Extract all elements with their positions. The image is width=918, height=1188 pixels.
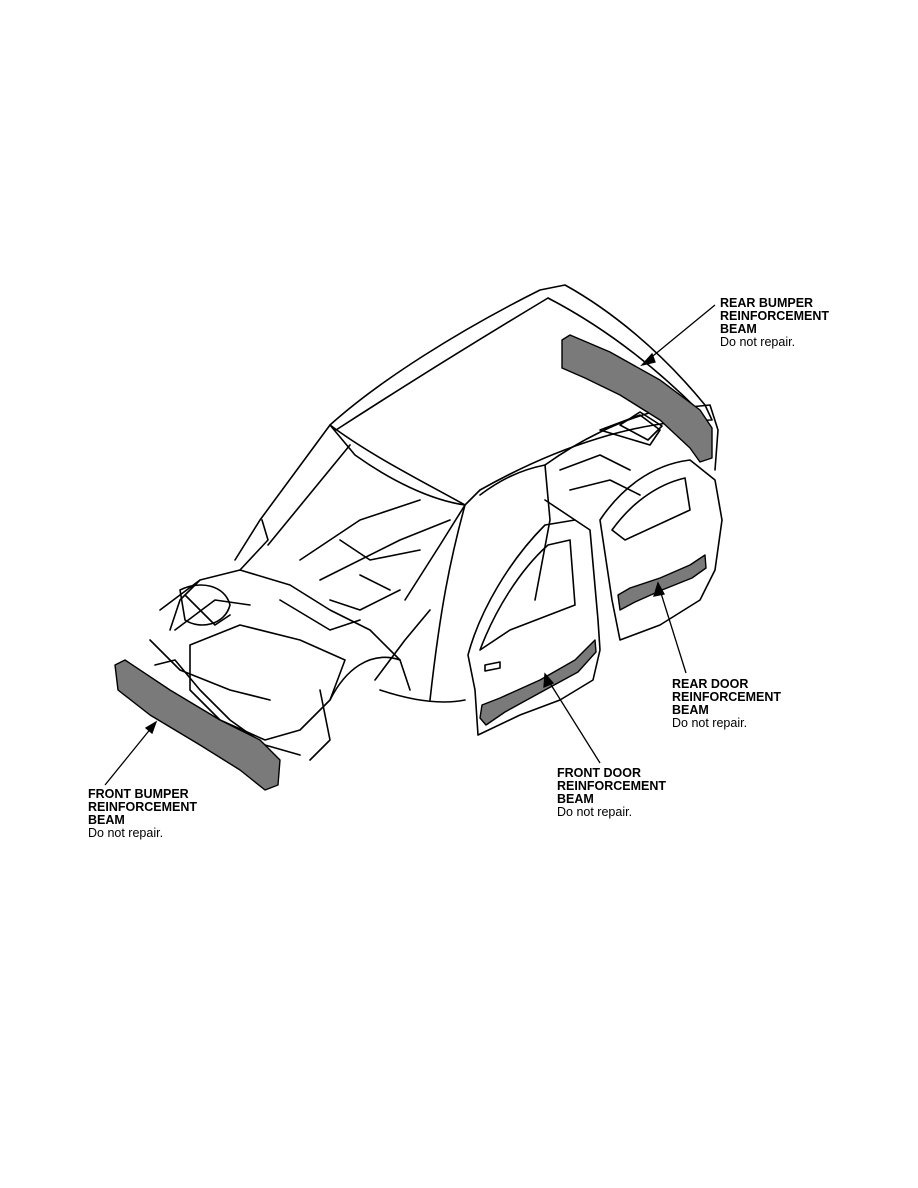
engine-bay xyxy=(189,624,346,741)
rear-door-window xyxy=(611,477,691,541)
rear-door-beam-label: REAR DOOR REINFORCEMENT BEAM xyxy=(672,677,782,717)
rear-bumper-beam-shape xyxy=(561,334,713,463)
rear-door-outline xyxy=(599,459,723,641)
rear-door-beam-note: Do not repair. xyxy=(672,716,748,730)
rear-bumper-leader xyxy=(647,304,716,361)
side-sill xyxy=(374,609,466,703)
front-bumper-beam-shape xyxy=(114,659,281,791)
front-door-leader xyxy=(547,679,601,764)
floor-structure xyxy=(279,499,451,631)
rear-quarter-window xyxy=(619,411,663,441)
front-wheel-arch xyxy=(309,656,411,761)
front-bumper-beam-label: FRONT BUMPER REINFORCEMENT BEAM xyxy=(88,787,198,827)
radiator-support xyxy=(154,659,301,756)
strut-tower-left xyxy=(179,584,231,626)
front-bumper-arrow-icon xyxy=(144,720,158,735)
rear-bumper-beam-note: Do not repair. xyxy=(720,335,796,349)
front-door-beam-shape xyxy=(479,639,597,726)
roof-edge xyxy=(335,297,699,431)
body-in-white-outline xyxy=(149,284,723,761)
front-door-beam-label: FRONT DOOR REINFORCEMENT BEAM xyxy=(557,766,667,806)
rear-door-callout: REAR DOOR REINFORCEMENT BEAM Do not repa… xyxy=(672,678,781,730)
front-bumper-leader xyxy=(104,726,153,786)
front-door-outline xyxy=(467,519,601,736)
front-door-callout: FRONT DOOR REINFORCEMENT BEAM Do not rep… xyxy=(557,767,666,819)
front-door-window xyxy=(479,539,576,651)
front-door-handle xyxy=(484,661,501,672)
reinforcement-beams xyxy=(114,334,713,791)
rear-floor-structure xyxy=(544,454,641,521)
windshield-opening xyxy=(234,424,466,601)
front-bumper-callout: FRONT BUMPER REINFORCEMENT BEAM Do not r… xyxy=(88,788,197,840)
rear-bumper-arrow-icon xyxy=(640,352,656,367)
front-door-arrow-icon xyxy=(543,672,555,689)
front-structure xyxy=(149,569,401,701)
rear-bumper-callout: REAR BUMPER REINFORCEMENT BEAM Do not re… xyxy=(720,297,829,349)
leader-lines xyxy=(104,304,716,786)
rear-door-leader xyxy=(659,589,687,674)
rear-door-arrow-icon xyxy=(653,581,665,597)
rear-door-beam-shape xyxy=(617,554,707,611)
front-door-beam-note: Do not repair. xyxy=(557,805,633,819)
rear-bumper-beam-label: REAR BUMPER REINFORCEMENT BEAM xyxy=(720,296,830,336)
a-pillar xyxy=(239,444,351,571)
front-bumper-beam-note: Do not repair. xyxy=(88,826,164,840)
